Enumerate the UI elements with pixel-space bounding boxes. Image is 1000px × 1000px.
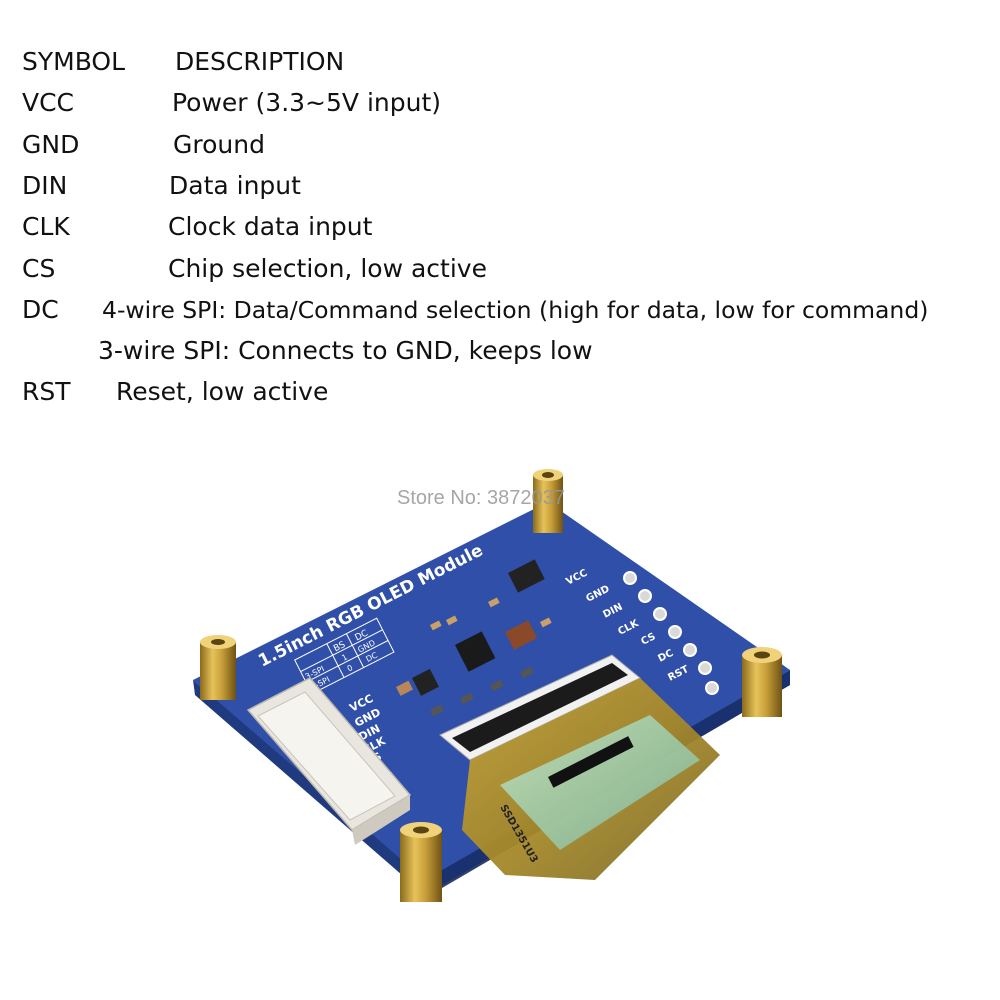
standoff-right bbox=[742, 647, 782, 717]
pin-symbol: DC bbox=[22, 295, 59, 324]
standoff-back bbox=[533, 469, 563, 533]
pin-symbol: CLK bbox=[22, 212, 70, 241]
pin-symbol: GND bbox=[22, 130, 80, 159]
pin-description: Reset, low active bbox=[116, 377, 329, 406]
pin-description: Data input bbox=[169, 171, 301, 200]
pin-description: Ground bbox=[173, 130, 265, 159]
pin-description: Chip selection, low active bbox=[168, 254, 487, 283]
store-watermark: Store No: 3872037 bbox=[397, 487, 565, 509]
jst-connector bbox=[246, 677, 412, 845]
header-description: DESCRIPTION bbox=[175, 47, 345, 76]
pin-description: Power (3.3~5V input) bbox=[172, 88, 442, 117]
pin-description: 4-wire SPI: Data/Command selection (high… bbox=[102, 296, 929, 324]
header-symbol: SYMBOL bbox=[22, 47, 126, 76]
bs-row1-bs: 1 bbox=[340, 652, 349, 662]
pin-symbol: DIN bbox=[22, 171, 68, 200]
pin-symbol: CS bbox=[22, 254, 56, 283]
standoff-front bbox=[400, 822, 442, 902]
standoff-left bbox=[200, 635, 236, 700]
bs-header: BS bbox=[332, 640, 347, 654]
smd-components bbox=[396, 559, 552, 717]
pin-description-secondary: 3-wire SPI: Connects to GND, keeps low bbox=[98, 336, 593, 365]
pin-symbol: VCC bbox=[22, 88, 75, 117]
pin-symbol: RST bbox=[22, 377, 71, 406]
oled-module-photo: 1.5inch RGB OLED Module BS DC 3-SPI 1 GN… bbox=[193, 469, 790, 902]
bs-row2-bs: 0 bbox=[346, 663, 355, 673]
pin-description: Clock data input bbox=[168, 212, 373, 241]
